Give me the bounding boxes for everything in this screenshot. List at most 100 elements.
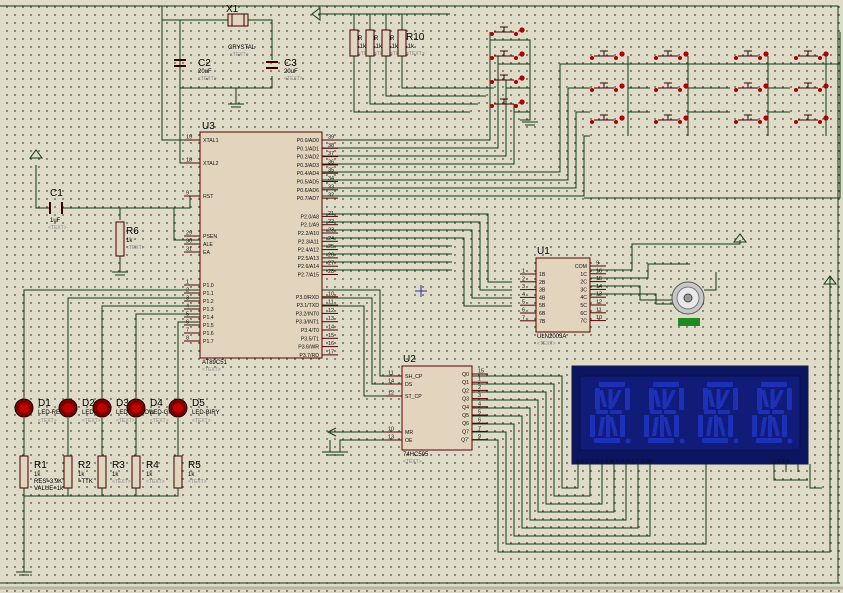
c1-ref: C1: [50, 188, 63, 199]
pin-label: P0.1/AD1: [297, 146, 319, 152]
pin-label: XTAL1: [203, 138, 219, 144]
pin-label: PSEN: [203, 234, 217, 240]
pin-number: 37: [328, 151, 334, 157]
keypad-button-15: [734, 114, 769, 124]
pin-number: 7: [478, 426, 481, 432]
led-text-tag: <TEXT>: [150, 418, 169, 424]
u1-pin-12: 12 5C: [580, 300, 606, 309]
u3-pin-6: 6P1.5: [184, 320, 214, 329]
pin-number: 12: [596, 300, 602, 306]
pin-label: P3.4/T0: [301, 328, 319, 334]
pin-number: 26: [328, 252, 334, 258]
pin-number: 8: [186, 336, 189, 342]
u1-pin-6: 66B: [520, 308, 546, 317]
pin-number: 1: [522, 269, 525, 275]
capacitor-c2: C2 20uF <TEXT>: [174, 58, 217, 82]
pin-number: 11: [388, 371, 394, 377]
u2-text-tag: <TEXT>: [403, 459, 422, 465]
keypad-button-13: [590, 114, 625, 124]
resistor-value: .1k: [374, 44, 383, 50]
pin-number: 14: [596, 284, 602, 290]
pin-label: P1.7: [203, 339, 214, 345]
pin-number: 16: [596, 268, 602, 274]
pin-label: 6B: [539, 311, 546, 317]
c3-text-tag: <TEXT>: [284, 76, 303, 82]
driver-u1: U1 ULN2003A <TEXT> 11B22B33B44B55B66B77B…: [520, 246, 606, 347]
ground-symbol-keypad: [522, 121, 538, 126]
pin-label: P3.5/T1: [301, 336, 319, 342]
resistor-ref: R2: [78, 460, 91, 471]
u3-pin-7: 7P1.6: [184, 328, 214, 337]
pin-number: 30: [186, 239, 192, 245]
c2-value: 20uF: [198, 69, 212, 75]
pin-number: 2: [478, 385, 481, 391]
pin-number: 10: [328, 291, 334, 297]
resistor-ref: R: [374, 36, 379, 42]
c2-text-tag: <TEXT>: [198, 76, 217, 82]
r6-ref: R6: [126, 226, 139, 237]
u1-pin-16: 16 1C: [580, 268, 606, 278]
ground-symbol-leds: [16, 571, 32, 576]
pin-label: P3.7/RD: [299, 353, 319, 359]
u3-pin-4: 4P1.3: [184, 304, 214, 313]
pin-label: P3.3/INT1: [296, 320, 319, 326]
pin-number: 1: [186, 280, 189, 286]
pin-label: Q1: [462, 380, 469, 386]
pin-label: P1.4: [203, 315, 214, 321]
resistor-value: .1k: [406, 44, 415, 50]
pin-number: 9: [186, 191, 189, 197]
u3-ref: U3: [202, 121, 215, 132]
pin-label: P0.5/AD5: [297, 180, 319, 186]
pin-number: 11: [596, 307, 602, 313]
pin-label: P3.1/TXD: [297, 303, 320, 309]
capacitor-c3: C3 20uF <TEXT>: [266, 58, 303, 82]
pin-number: 34: [328, 176, 334, 182]
pin-number: 1: [478, 377, 481, 383]
keypad-button-8: [794, 50, 829, 60]
led-ref: D4: [150, 398, 163, 409]
resistor-value: .1k: [390, 44, 399, 50]
c1-text-tag: <TEXT>: [48, 225, 67, 231]
pin-number: 10: [596, 315, 602, 321]
pin-label: P1.1: [203, 291, 214, 297]
stepper-motor: [671, 281, 705, 326]
pin-label: Q4: [462, 405, 469, 411]
pin-label: ST_CP: [405, 394, 422, 400]
led-value: LED-RED: [38, 410, 65, 416]
pin-label: 1B: [539, 272, 546, 278]
pin-label: 5C: [580, 303, 587, 309]
resistor-ref: R: [358, 36, 363, 42]
pin-number: 15: [478, 369, 484, 375]
pin-label: 1C: [580, 272, 587, 278]
keypad-button-2: [490, 50, 525, 60]
pin-number: 9: [478, 434, 481, 440]
display-digit-pins: 1 2 3 4: [773, 459, 789, 465]
resistor-ref: R10: [406, 32, 425, 43]
pin-number: 32: [328, 193, 334, 199]
pin-label: 2C: [580, 280, 587, 286]
pin-number: 28: [328, 269, 334, 275]
u3-pin-8: 8P1.7: [184, 336, 214, 345]
motor-indicator: [678, 318, 700, 326]
